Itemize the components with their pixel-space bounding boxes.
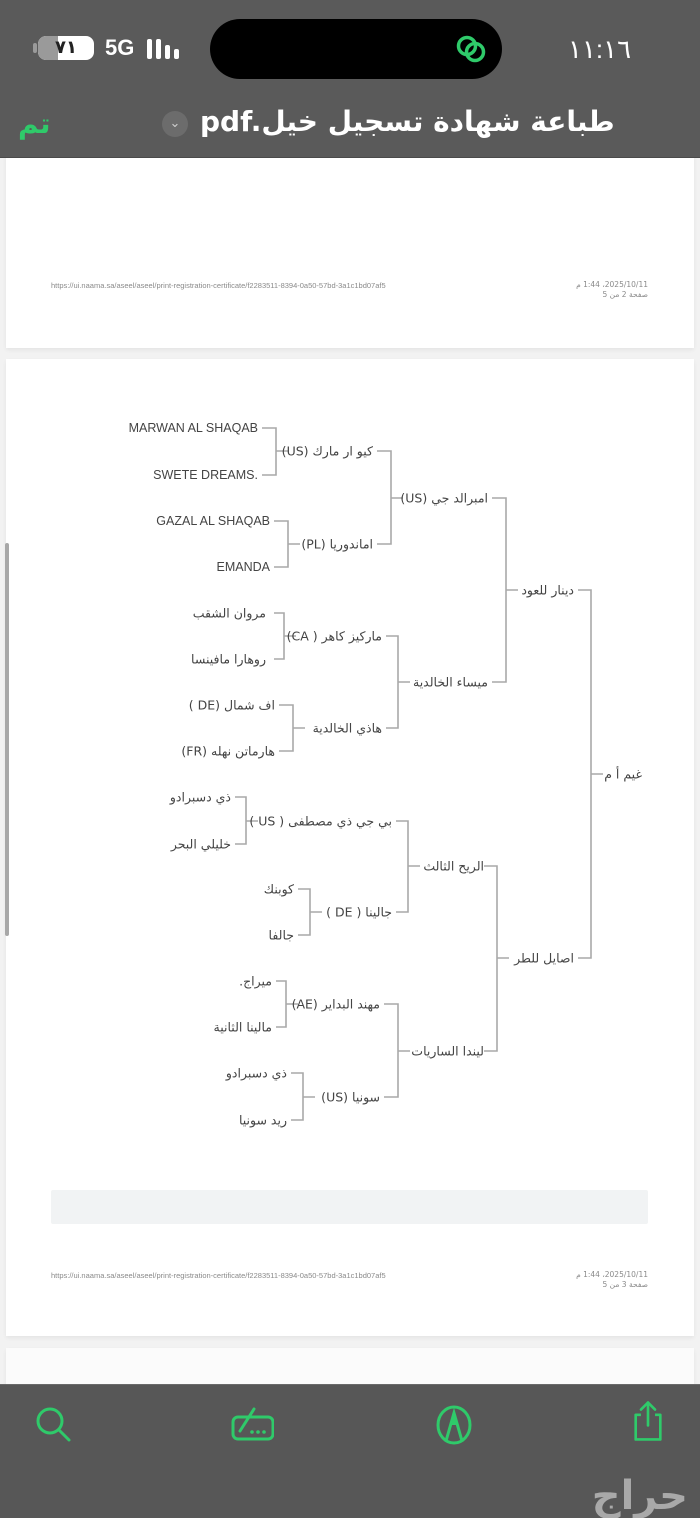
document-viewport[interactable]: https://ui.naama.sa/aseel/aseel/print-re… — [0, 158, 700, 1384]
form-fill-icon[interactable] — [230, 1403, 274, 1447]
page-footer-meta: 2025/10/11، 1:44 م صفحة 3 من 5 — [576, 1270, 648, 1290]
pedigree-node-gen3: بي جي ذي مصطفى ( US ) — [249, 813, 392, 829]
pedigree-node-gen4: ذي دسبرادو — [169, 789, 231, 805]
pedigree-node-dam-sire: الريح الثالث — [423, 858, 484, 874]
pedigree-node-gen3: هاذي الخالدية — [312, 720, 382, 736]
pedigree-node-gen4: ميراج. — [239, 973, 272, 989]
pedigree-node-gen4: ذي دسبرادو — [225, 1065, 287, 1081]
pedigree-node-gen4: ريد سونيا — [238, 1112, 287, 1128]
battery-level: ٧١ — [55, 37, 77, 58]
empty-section-bar — [51, 1190, 648, 1224]
pedigree-node-gen4: هارماتن نهله (FR) — [181, 743, 275, 759]
pedigree-node-gen4: EMANDA — [216, 560, 270, 574]
pedigree-node-gen4: جالفا — [268, 927, 294, 943]
pedigree-node-gen3: مهند البداير (AE) — [291, 996, 380, 1012]
page-timestamp: 2025/10/11، 1:44 م — [576, 280, 648, 289]
pedigree-node-gen3: جالينا ( DE ) — [326, 904, 392, 920]
page-footer-meta: 2025/10/11، 1:44 م صفحة 2 من 5 — [576, 280, 648, 300]
pedigree-node-dam: اصايل للطر — [514, 950, 574, 966]
vertical-scrollbar[interactable] — [5, 543, 9, 936]
pedigree-node-gen4: GAZAL AL SHAQAB — [156, 514, 270, 528]
network-type: 5G — [105, 35, 135, 60]
pedigree-node-gen3: ماركيز كاهر ( CA) — [286, 628, 382, 644]
pedigree-tree: MARWAN AL SHAQAB SWETE DREAMS. GAZAL AL … — [6, 359, 694, 1259]
pedigree-node-gen3: سونيا (US) — [321, 1089, 380, 1105]
watermark-logo: حراج — [591, 1473, 690, 1518]
battery-icon: ٧١ — [38, 36, 94, 60]
pedigree-connectors — [235, 427, 603, 1121]
page-number: صفحة 3 من 5 — [602, 1280, 648, 1289]
link-chain-icon — [456, 35, 486, 63]
pdf-page-2: https://ui.naama.sa/aseel/aseel/print-re… — [6, 158, 694, 348]
clock: ١١:١٦ — [568, 34, 632, 64]
battery-nub — [33, 43, 37, 53]
document-title[interactable]: pdf.طباعة شهادة تسجيل خيل — [200, 105, 615, 138]
pedigree-node-sire: دينار للعود — [521, 582, 574, 598]
pedigree-node-gen4: MARWAN AL SHAQAB — [128, 421, 258, 435]
dynamic-island — [210, 19, 502, 79]
signal-strength-icon — [147, 37, 179, 59]
navigation-bar: تم ⌄ pdf.طباعة شهادة تسجيل خيل — [0, 95, 700, 158]
pedigree-node-sire-dam: ميساء الخالدية — [413, 674, 488, 690]
markup-pen-icon[interactable] — [432, 1403, 476, 1447]
page-footer-url: https://ui.naama.sa/aseel/aseel/print-re… — [51, 281, 386, 290]
pedigree-node-gen3: اماندوريا (PL) — [301, 536, 373, 552]
pedigree-node-gen4: خليلي البحر — [170, 836, 231, 852]
done-button[interactable]: تم — [18, 107, 51, 140]
pedigree-node-gen4: كوبنك — [263, 881, 294, 897]
pedigree-node-gen4: مروان الشقب — [192, 605, 266, 621]
pedigree-node-gen4: روهارا مافينسا — [191, 651, 266, 667]
pedigree-node-root: غيم أ م — [604, 766, 642, 782]
page-timestamp: 2025/10/11، 1:44 م — [576, 1270, 648, 1279]
pedigree-node-gen4: مالينا الثانية — [213, 1019, 272, 1035]
share-icon[interactable] — [626, 1399, 670, 1443]
pedigree-node-gen4: SWETE DREAMS. — [153, 468, 258, 482]
pedigree-node-dam-dam: ليندا الساريات — [411, 1043, 484, 1059]
pedigree-node-gen4: اف شمال (DE ) — [188, 697, 275, 713]
status-bar: ٧١ 5G ١١:١٦ — [0, 0, 700, 95]
pdf-page-3: MARWAN AL SHAQAB SWETE DREAMS. GAZAL AL … — [6, 359, 694, 1336]
chevron-down-icon[interactable]: ⌄ — [162, 111, 188, 137]
pdf-page-4 — [6, 1348, 694, 1384]
search-icon[interactable] — [32, 1403, 76, 1447]
pedigree-node-gen3: كيو ار مارك (US) — [281, 443, 373, 459]
page-footer-url: https://ui.naama.sa/aseel/aseel/print-re… — [51, 1271, 386, 1280]
bottom-toolbar: حراج — [0, 1384, 700, 1518]
pedigree-node-sire-sire: امبرالد جي (US) — [400, 490, 488, 506]
page-number: صفحة 2 من 5 — [602, 290, 648, 299]
